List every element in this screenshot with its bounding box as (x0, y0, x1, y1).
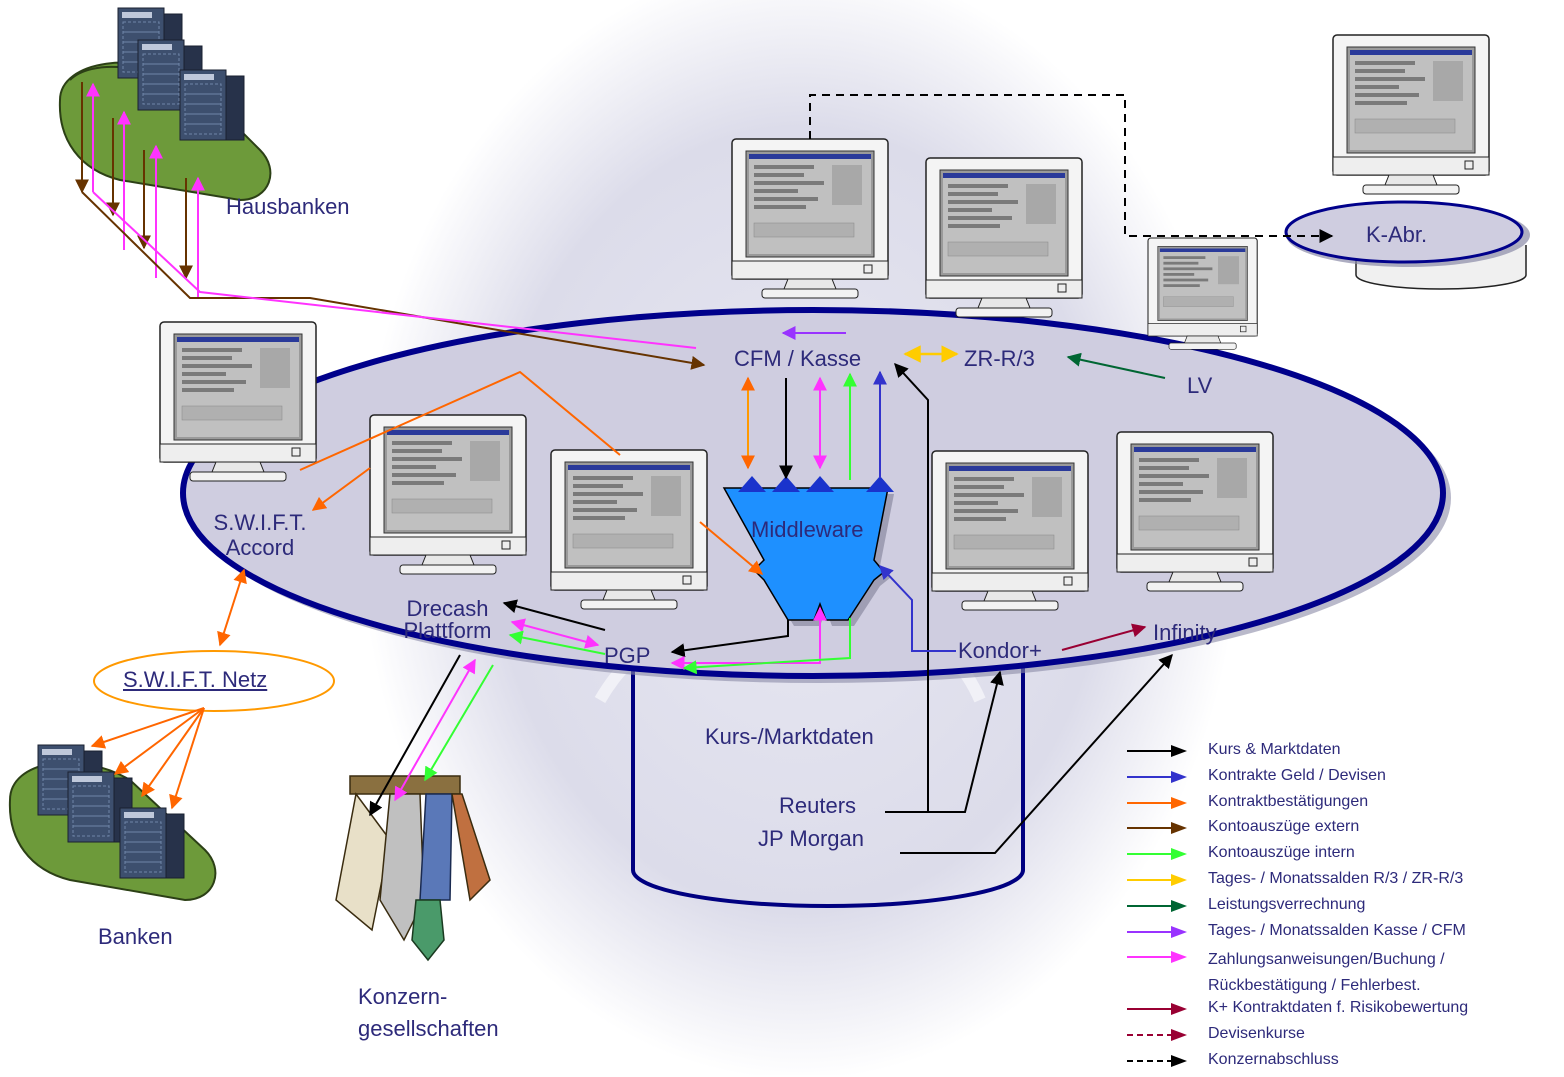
legend-item: Kontoauszüge intern (1125, 844, 1560, 870)
drecash-monitor (369, 414, 527, 575)
kondor-infinity-link (1061, 623, 1147, 651)
legend-label: Kontoauszüge extern (1208, 818, 1360, 836)
pgp-links (502, 599, 851, 675)
hausbanken-label: Hausbanken (226, 194, 350, 219)
k-abr-cylinder (1284, 200, 1530, 290)
lv-label: LV (1187, 373, 1213, 398)
swift-accord-label-line1: S.W.I.F.T. (213, 510, 307, 535)
banken-label: Banken (98, 924, 173, 949)
legend-swatch (1127, 899, 1187, 912)
legend-item: Tages- / Monatssalden Kasse / CFM (1125, 922, 1560, 948)
legend-label: Kontraktbestätigungen (1208, 792, 1369, 810)
lv-monitor (1147, 237, 1258, 350)
legend-label: Kurs & Marktdaten (1208, 741, 1341, 758)
cfm-kasse-label: CFM / Kasse (734, 346, 862, 371)
pgp-label: PGP (604, 643, 651, 668)
legend-label: Zahlungsanweisungen/Buchung / Rückbestät… (1208, 951, 1445, 995)
legend-item: Zahlungsanweisungen/Buchung / Rückbestät… (1125, 947, 1560, 999)
drecash-label-line1: Drecash (406, 596, 489, 621)
legend-item: Kontraktbestätigungen (1125, 793, 1560, 819)
zr-r3-label: ZR-R/3 (964, 346, 1035, 371)
legend-swatch (1127, 873, 1187, 886)
legend-label: Leistungsverrechnung (1208, 895, 1366, 913)
legend-swatch (1127, 951, 1187, 964)
legend-item: Konzernabschluss (1125, 1051, 1560, 1077)
banken-buildings (8, 744, 217, 902)
drecash-label-line2: Plattform (403, 618, 492, 643)
swift-accord-label-line2: Accord (225, 535, 295, 560)
legend-item: Kurs & Marktdaten (1125, 741, 1560, 767)
legend-item: Devisenkurse (1125, 1025, 1560, 1051)
jp-morgan-label: JP Morgan (758, 826, 864, 851)
legend-item: Tages- / Monatssalden R/3 / ZR-R/3 (1125, 870, 1560, 896)
zr-r3-monitor (925, 157, 1083, 318)
konzern-links (369, 654, 494, 817)
hausbanken-links (75, 82, 706, 370)
kurs-marktdaten-label: Kurs-/Marktdaten (705, 724, 874, 749)
infinity-monitor (1116, 431, 1274, 592)
legend-label: Kontoauszüge intern (1208, 844, 1355, 862)
legend-item: Leistungsverrechnung (1125, 896, 1560, 922)
kondor-label: Kondor+ (958, 638, 1042, 663)
k-abr-label: K-Abr. (1366, 222, 1428, 247)
konzern-label-line2: gesellschaften (358, 1016, 499, 1041)
kondor-middleware-link (879, 564, 956, 652)
legend-swatch (1127, 822, 1187, 835)
legend-item: K+ Kontraktdaten f. Risikobewertung (1125, 999, 1560, 1025)
legend-label: Kontrakte Geld / Devisen (1208, 766, 1386, 784)
legend-swatch (1127, 1003, 1187, 1016)
legend-label: Tages- / Monatssalden R/3 / ZR-R/3 (1208, 869, 1464, 887)
infinity-label: Infinity (1153, 620, 1217, 645)
pgp-monitor (550, 449, 708, 610)
swift-netz-ellipse (93, 650, 335, 712)
kondor-monitor (931, 450, 1089, 611)
legend-swatch (1127, 925, 1187, 938)
legend-swatch (1127, 770, 1187, 783)
legend-label: Tages- / Monatssalden Kasse / CFM (1208, 921, 1466, 939)
middleware-hub (722, 476, 894, 626)
legend-swatch (1127, 848, 1187, 861)
swift-netz-label: S.W.I.F.T. Netz (123, 667, 268, 692)
legend-label: Devisenkurse (1208, 1025, 1305, 1043)
legend-swatch (1127, 1029, 1187, 1042)
legend-swatch (1127, 1054, 1187, 1067)
legend-swatch (1127, 796, 1187, 809)
hausbanken-buildings (58, 7, 272, 202)
market-data-database (631, 660, 1025, 908)
swift-accord-monitor (159, 321, 317, 482)
konzernabschluss-link (809, 94, 1334, 243)
legend-item: Kontrakte Geld / Devisen (1125, 767, 1560, 793)
cfm-middleware-links (741, 370, 887, 480)
market-feed-links (885, 362, 1173, 854)
cfm-kasse-monitor (731, 138, 889, 299)
legend-label: K+ Kontraktdaten f. Risikobewertung (1208, 999, 1469, 1017)
legend-label: Konzernabschluss (1208, 1050, 1339, 1068)
legend-item: Kontoauszüge extern (1125, 818, 1560, 844)
konzern-label-line1: Konzern- (358, 984, 448, 1009)
legend-swatch (1127, 745, 1187, 757)
k-abr-monitor (1332, 34, 1490, 195)
swift-links (90, 370, 764, 810)
lv-zr-link (1066, 352, 1166, 379)
reuters-label: Reuters (779, 793, 857, 818)
middleware-label: Middleware (751, 517, 864, 542)
konzern-skyline (335, 775, 491, 962)
